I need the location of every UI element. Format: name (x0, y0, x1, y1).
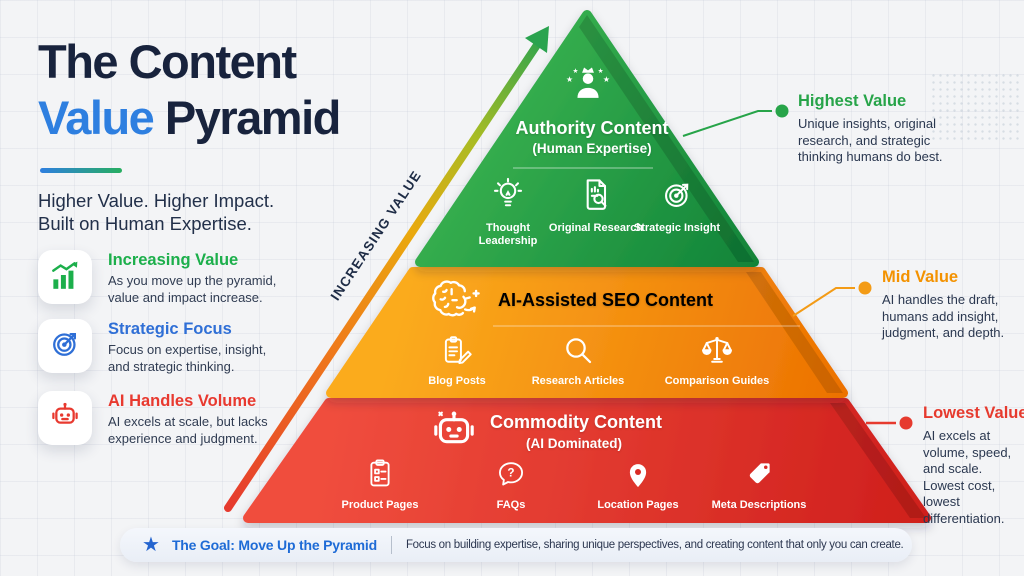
tier-authority-subtitle: (Human Expertise) (532, 141, 652, 156)
callout-mid-value: Mid Value AI handles the draft, humans a… (882, 268, 1022, 342)
svg-text:?: ? (507, 467, 514, 480)
callout-body: AI handles the draft, humans add insight… (882, 292, 1005, 340)
tier-ai-assisted-title: AI-Assisted SEO Content (498, 290, 714, 310)
pyramid-item-research-articles: Research Articles (513, 334, 643, 388)
location-pin-icon (623, 464, 653, 494)
callout-heading: Highest Value (798, 92, 907, 110)
pyramid-item-label: Blog Posts (428, 375, 486, 387)
pyramid-item-location-pages: Location Pages (583, 458, 693, 512)
pyramid-item-label: Product Pages (341, 499, 419, 511)
sidebar-heading: AI Handles Volume (108, 392, 257, 410)
pyramid-item-meta-descriptions: Meta Descriptions (699, 458, 819, 512)
goal-bar-divider (390, 536, 392, 554)
magnifier-icon (562, 338, 594, 370)
pyramid-item-label: Original Research (548, 222, 644, 234)
clipboard-pencil-icon (440, 336, 474, 370)
dot-pattern-decoration (930, 72, 1022, 140)
tier-commodity-shape (243, 398, 931, 523)
callout-body: Unique insights, original research, and … (798, 116, 943, 164)
callout-heading: Lowest Value (923, 404, 1024, 422)
tier-authority-shape (415, 10, 759, 267)
pyramid-item-comparison-guides: Comparison Guides (647, 334, 787, 388)
target-arrow-icon (660, 183, 694, 217)
sidebar-item-increasing-value: Increasing Value As you move up the pyra… (38, 250, 308, 305)
sidebar-item-ai-handles-volume: AI Handles Volume AI excels at scale, bu… (38, 391, 308, 446)
callout-connector-red (866, 416, 913, 430)
tag-icon (744, 463, 774, 494)
tier-commodity-subtitle: (AI Dominated) (526, 436, 622, 451)
pyramid-item-label: FAQs (496, 499, 526, 511)
callout-lowest-value: Lowest Value AI excels at volume, speed,… (923, 404, 1024, 527)
star-icon: ★ (142, 534, 160, 556)
title-line1: The Content (38, 35, 297, 88)
pyramid-item-label: Strategic Insight (633, 222, 721, 234)
increasing-value-arrow (224, 26, 549, 512)
pyramid-item-label: Research Articles (531, 375, 625, 387)
title-line2-rest: Pyramid (153, 91, 341, 144)
pyramid-item-label: Comparison Guides (664, 375, 770, 387)
clipboard-icon (365, 459, 395, 494)
bar-chart-growth-icon (49, 259, 81, 296)
tier-authority-title: Authority Content (515, 118, 669, 138)
callout-connector-orange (792, 281, 872, 317)
callout-connector-green (682, 104, 789, 137)
callout-highest-value: Highest Value Unique insights, original … (798, 92, 960, 166)
callout-body: AI excels at volume, speed, and scale. L… (923, 428, 1012, 526)
title-value-highlight: Value (38, 91, 155, 144)
goal-description: Focus on building expertise, sharing uni… (405, 539, 904, 551)
pyramid-item-product-pages: Product Pages (325, 458, 435, 512)
person-crown-icon: ★ ★ ★ ★ (559, 62, 617, 107)
callout-heading: Mid Value (882, 268, 959, 286)
pyramid-item-thought-leadership: Thought Leadership (460, 177, 556, 248)
page-subtitle: Higher Value. Higher Impact. Built on Hu… (38, 190, 275, 234)
sidebar-item-strategic-focus: Strategic Focus Focus on expertise, insi… (38, 319, 308, 374)
chat-question-icon: ? (495, 462, 527, 494)
scales-icon (699, 336, 735, 370)
sidebar-card (38, 250, 92, 304)
pyramid-item-blog-posts: Blog Posts (402, 334, 512, 388)
sidebar-body: Focus on expertise, insight, and strateg… (108, 342, 267, 374)
robot-icon (428, 408, 480, 459)
tier-commodity-title: Commodity Content (490, 412, 662, 432)
pyramid-item-original-research: Original Research (548, 177, 644, 235)
svg-text:★: ★ (566, 75, 573, 84)
sidebar-heading: Increasing Value (108, 251, 239, 269)
title-underline (40, 168, 122, 173)
svg-text:★: ★ (573, 67, 579, 75)
sidebar-body: AI excels at scale, but lacks experience… (108, 414, 268, 446)
svg-text:★: ★ (603, 75, 610, 84)
sidebar-card (38, 319, 92, 373)
brain-icon (428, 276, 482, 331)
sidebar-card (38, 391, 92, 445)
robot-icon (49, 400, 81, 437)
pyramid-item-label: Location Pages (597, 499, 679, 511)
pyramid-item-strategic-insight: Strategic Insight (629, 177, 725, 235)
document-search-icon (579, 179, 613, 217)
lightbulb-icon (491, 177, 525, 217)
target-icon (49, 328, 81, 365)
page-title: The Content Value Pyramid (38, 34, 341, 146)
goal-bar: ★ The Goal: Move Up the Pyramid Focus on… (120, 528, 912, 562)
svg-text:★: ★ (598, 67, 604, 75)
sidebar-body: As you move up the pyramid, value and im… (108, 273, 277, 305)
pyramid-item-faqs: ? FAQs (471, 458, 551, 512)
pyramid-item-label: Meta Descriptions (711, 499, 807, 511)
goal-text: The Goal: Move Up the Pyramid (171, 537, 377, 553)
pyramid-item-label: Thought Leadership (478, 222, 538, 247)
sidebar-heading: Strategic Focus (108, 320, 232, 338)
